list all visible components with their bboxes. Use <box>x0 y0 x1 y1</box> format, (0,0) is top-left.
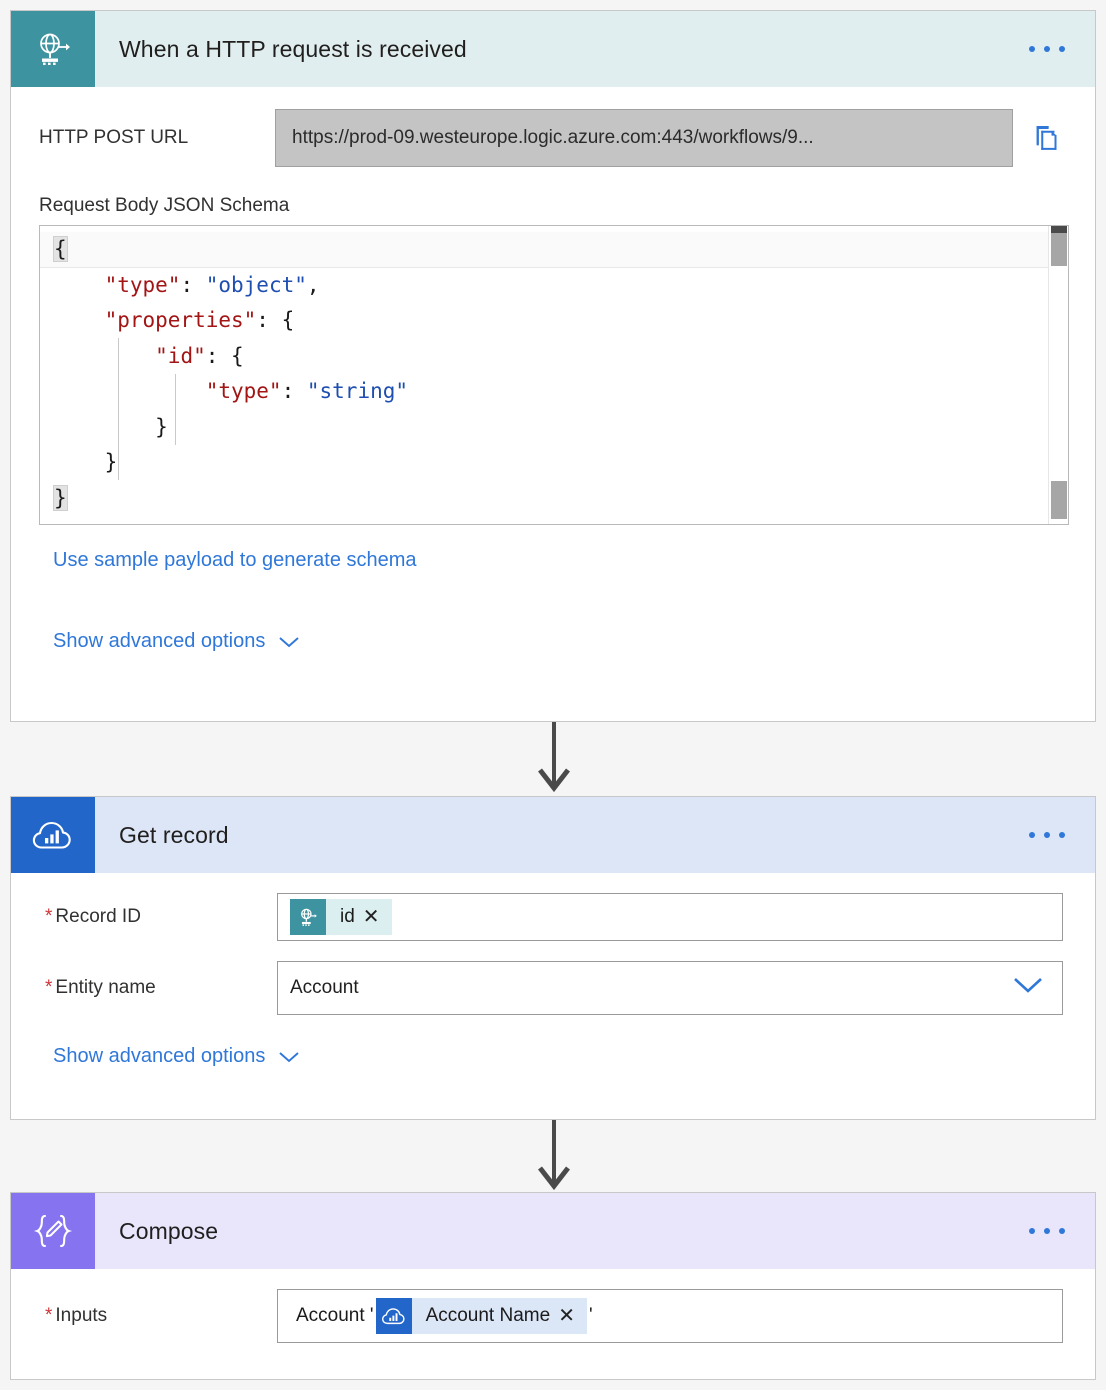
record-id-input[interactable]: id ✕ <box>277 893 1063 941</box>
inputs-label: * Inputs <box>45 1305 277 1327</box>
json-brace-open: { <box>53 236 68 262</box>
json-editor-scrollbar[interactable] <box>1048 226 1068 524</box>
json-key: "type" <box>104 272 181 297</box>
token-label-account-name: Account Name <box>425 1305 551 1326</box>
json-line: } <box>155 414 168 439</box>
more-options-button-get-record[interactable] <box>1029 832 1065 838</box>
card-body-http-trigger: HTTP POST URL https://prod-09.westeurope… <box>11 87 1095 683</box>
request-body-json-schema-editor[interactable]: { "type": "object", "properties": { "id"… <box>39 225 1069 525</box>
dot <box>1029 1228 1035 1234</box>
json-line: "properties": { <box>104 308 295 332</box>
entity-name-row: * Entity name Account <box>11 941 1095 1015</box>
copy-icon[interactable] <box>1033 123 1063 153</box>
inputs-suffix-text: ' <box>588 1305 593 1326</box>
card-header-get-record[interactable]: Get record <box>11 797 1095 873</box>
card-header-http-trigger[interactable]: When a HTTP request is received <box>11 11 1095 87</box>
token-remove-icon[interactable]: ✕ <box>362 906 380 928</box>
show-advanced-options-http[interactable]: Show advanced options <box>53 630 300 653</box>
json-key: "type" <box>205 379 282 403</box>
dot <box>1044 1228 1050 1234</box>
step-card-compose[interactable]: Compose * Inputs Account ' <box>10 1192 1096 1380</box>
token-chip-id[interactable]: id ✕ <box>290 899 392 935</box>
card-body-get-record: * Record ID <box>11 873 1095 1068</box>
dot <box>1059 46 1065 52</box>
record-id-label: * Record ID <box>45 906 277 928</box>
card-title-http-trigger: When a HTTP request is received <box>119 35 467 62</box>
required-marker: * <box>45 977 53 998</box>
use-sample-payload-link[interactable]: Use sample payload to generate schema <box>53 549 417 571</box>
json-line: } <box>104 450 118 474</box>
entity-name-label-text: Entity name <box>55 977 156 998</box>
compose-braces-pencil-icon <box>11 1193 95 1269</box>
scrollbar-overview-marker <box>1051 226 1067 233</box>
entity-name-value: Account <box>290 977 359 998</box>
advanced-options-row-http: Show advanced options <box>11 572 1095 653</box>
chevron-down-icon <box>278 1050 300 1064</box>
json-key: "id" <box>155 343 206 368</box>
http-post-url-row: HTTP POST URL https://prod-09.westeurope… <box>11 87 1095 167</box>
json-brace-close: } <box>53 484 68 511</box>
sample-payload-link-row: Use sample payload to generate schema <box>11 525 1095 572</box>
dot <box>1044 832 1050 838</box>
token-remove-icon[interactable]: ✕ <box>558 1305 575 1327</box>
json-line: "type": "object", <box>104 272 320 297</box>
inputs-prefix-text: Account ' <box>296 1305 374 1326</box>
token-chip-account-name[interactable]: Account Name ✕ <box>375 1298 587 1334</box>
dynamics365-cloud-icon <box>11 797 95 873</box>
spacer <box>11 653 1095 683</box>
card-body-compose: * Inputs Account ' <box>11 1269 1095 1343</box>
inputs-label-text: Inputs <box>55 1305 108 1326</box>
card-header-compose[interactable]: Compose <box>11 1193 1095 1269</box>
more-options-button-compose[interactable] <box>1029 1228 1065 1234</box>
more-options-button-http-trigger[interactable] <box>1029 46 1065 52</box>
dot <box>1044 46 1050 52</box>
json-line: "id": { <box>155 343 244 368</box>
dot <box>1059 832 1065 838</box>
show-advanced-options-label: Show advanced options <box>53 1045 266 1067</box>
required-marker: * <box>45 906 53 927</box>
scrollbar-thumb-top[interactable] <box>1051 233 1067 266</box>
json-line: "type": "string" <box>205 379 409 403</box>
globe-http-icon <box>290 899 326 935</box>
scrollbar-thumb-bottom[interactable] <box>1051 481 1067 519</box>
card-title-get-record: Get record <box>119 821 229 848</box>
http-post-url-label: HTTP POST URL <box>39 127 189 148</box>
dot <box>1059 1228 1065 1234</box>
entity-name-label: * Entity name <box>45 977 277 999</box>
indent-guide <box>118 338 119 480</box>
http-post-url-value[interactable]: https://prod-09.westeurope.logic.azure.c… <box>275 109 1013 167</box>
dot <box>1029 832 1035 838</box>
chevron-down-icon[interactable] <box>1012 975 1044 1001</box>
required-marker: * <box>45 1305 53 1326</box>
inputs-input[interactable]: Account ' Account Name ✕ <box>277 1289 1063 1343</box>
step-card-http-trigger[interactable]: When a HTTP request is received HTTP POS… <box>10 10 1096 722</box>
advanced-options-row-get-record: Show advanced options <box>11 1015 1095 1068</box>
json-line: } <box>53 481 1068 517</box>
record-id-label-text: Record ID <box>55 906 141 927</box>
token-label-id: id <box>340 906 355 927</box>
json-key: "properties" <box>104 308 257 332</box>
json-string: "string" <box>306 379 409 403</box>
down-arrow-connector <box>536 722 572 799</box>
globe-http-icon <box>11 11 95 87</box>
record-id-row: * Record ID <box>11 873 1095 941</box>
show-advanced-options-label: Show advanced options <box>53 630 266 652</box>
card-title-compose: Compose <box>119 1217 219 1244</box>
entity-name-dropdown[interactable]: Account <box>277 961 1063 1015</box>
show-advanced-options-get-record[interactable]: Show advanced options <box>53 1045 300 1068</box>
indent-guide <box>175 374 176 445</box>
request-body-schema-label: Request Body JSON Schema <box>39 195 290 216</box>
down-arrow-connector <box>536 1120 572 1197</box>
inputs-row: * Inputs Account ' <box>11 1269 1095 1343</box>
json-string: "object" <box>205 272 307 297</box>
chevron-down-icon <box>278 635 300 649</box>
dot <box>1029 46 1035 52</box>
dynamics365-cloud-icon <box>375 1298 412 1334</box>
step-card-get-record[interactable]: Get record * Record ID <box>10 796 1096 1120</box>
json-editor-content[interactable]: { "type": "object", "properties": { "id"… <box>40 226 1068 516</box>
json-line: { <box>40 232 1068 268</box>
